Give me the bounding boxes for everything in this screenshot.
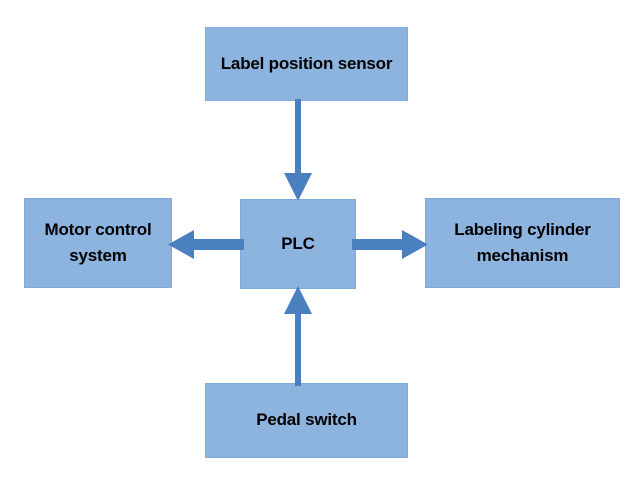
arrow-up-pedal-to-plc-icon <box>284 286 312 386</box>
node-label: Pedal switch <box>256 410 357 430</box>
node-labeling-cylinder-mechanism[interactable]: Labeling cylinder mechanism <box>425 198 620 288</box>
node-label: Label position sensor <box>220 53 393 73</box>
node-label-position-sensor[interactable]: Label position sensor <box>205 27 408 101</box>
arrow-right-plc-to-cylinder-icon <box>352 230 428 259</box>
arrow-left-plc-to-motor-icon <box>168 230 244 259</box>
node-label: PLC <box>281 233 315 253</box>
node-pedal-switch[interactable]: Pedal switch <box>205 383 408 458</box>
node-label: Labeling cylinder mechanism <box>454 219 591 265</box>
node-motor-control-system[interactable]: Motor control system <box>24 198 172 288</box>
node-label: Motor control system <box>44 219 152 265</box>
node-plc[interactable]: PLC <box>240 199 356 289</box>
arrow-down-sensor-to-plc-icon <box>284 99 312 201</box>
